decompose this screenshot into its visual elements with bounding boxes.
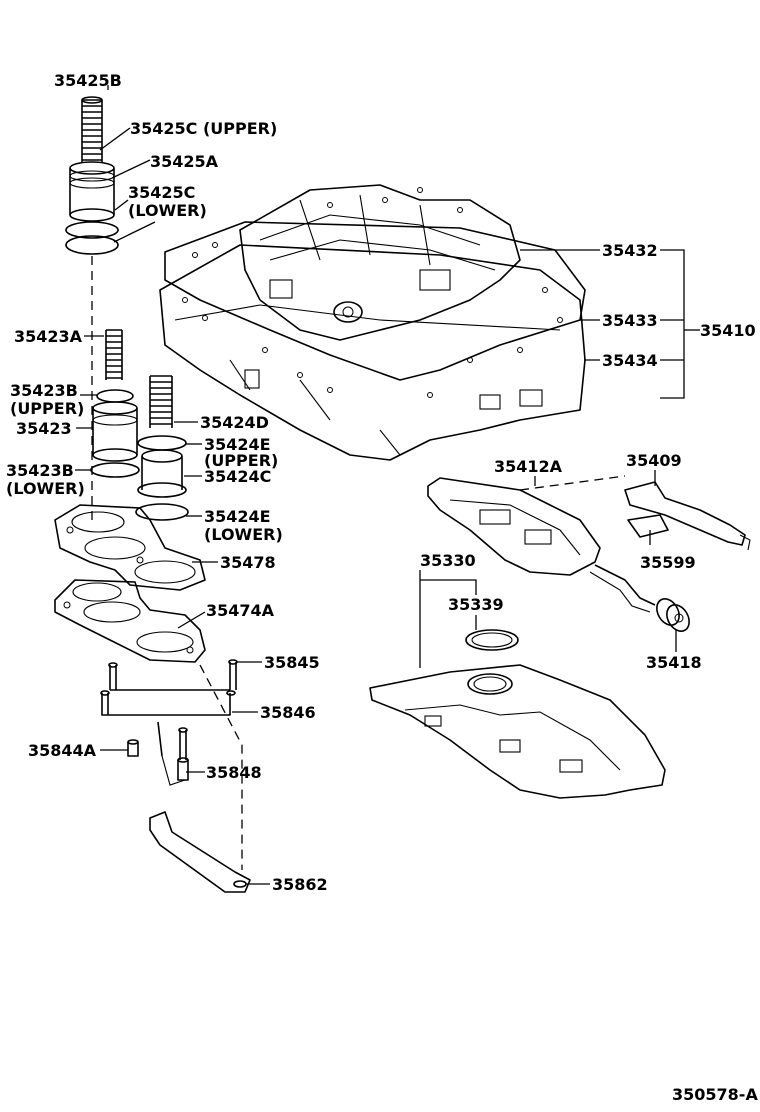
label-35412A: 35412A xyxy=(494,457,563,476)
label-35599: 35599 xyxy=(640,553,696,572)
pin-35844A xyxy=(127,721,188,760)
label-35339: 35339 xyxy=(448,595,504,614)
plate-35599 xyxy=(627,514,669,538)
label-35424D: 35424D xyxy=(200,413,269,432)
piston-35425A xyxy=(65,161,119,255)
pin-35846 xyxy=(100,690,236,716)
hole-pattern xyxy=(182,187,563,398)
piston-35424C xyxy=(135,435,189,521)
label-35845: 35845 xyxy=(264,653,320,672)
bracket-35862 xyxy=(149,811,251,893)
label-35424C: 35424C xyxy=(204,467,271,486)
label-35425B: 35425B xyxy=(54,71,122,90)
label-35425A: 35425A xyxy=(150,152,219,171)
centerline-35862 xyxy=(199,664,243,870)
label-35425C-lower-2: (LOWER) xyxy=(128,201,207,220)
bolt-35848 xyxy=(161,755,189,786)
leader-35412A xyxy=(519,475,626,491)
label-35423B-upper-1: 35423B xyxy=(10,381,78,400)
gasket-plate-35433 xyxy=(164,221,586,381)
spring-35423A xyxy=(105,329,123,380)
label-35478: 35478 xyxy=(220,553,276,572)
piston-35423 xyxy=(90,389,140,478)
label-35425C-upper: 35425C (UPPER) xyxy=(130,119,277,138)
gasket-35339 xyxy=(465,629,519,651)
label-35862: 35862 xyxy=(272,875,328,894)
label-35434: 35434 xyxy=(602,351,658,370)
connector-35418 xyxy=(656,598,690,632)
leader-lines xyxy=(75,85,700,885)
label-35410: 35410 xyxy=(700,321,756,340)
label-35423B-lower-2: (LOWER) xyxy=(6,479,85,498)
label-35424E-upper-1: 35424E xyxy=(204,435,271,454)
solenoid-35412A xyxy=(427,477,656,613)
label-35423B-upper-2: (UPPER) xyxy=(10,399,84,418)
label-35848: 35848 xyxy=(206,763,262,782)
spring-35425B xyxy=(81,96,103,162)
valve-body-upper-35432 xyxy=(239,184,521,341)
label-35424E-lower-2: (LOWER) xyxy=(204,525,283,544)
labels: 35425B 35425C (UPPER) 35425A 35425C (LOW… xyxy=(6,71,758,1104)
label-35424E-lower-1: 35424E xyxy=(204,507,271,526)
label-35424E-upper-2: (UPPER) xyxy=(204,451,278,470)
label-35474A: 35474A xyxy=(206,601,275,620)
gasket-35478 xyxy=(54,504,206,591)
label-35409: 35409 xyxy=(626,451,682,470)
label-35418: 35418 xyxy=(646,653,702,672)
pin-35845 xyxy=(108,659,238,691)
label-35844A: 35844A xyxy=(28,741,97,760)
label-35433: 35433 xyxy=(602,311,658,330)
label-35425C-lower-1: 35425C xyxy=(128,183,195,202)
label-35846: 35846 xyxy=(260,703,316,722)
label-35423: 35423 xyxy=(16,419,72,438)
label-35423B-lower-1: 35423B xyxy=(6,461,74,480)
label-35330: 35330 xyxy=(420,551,476,570)
oil-pan-35330 xyxy=(369,664,666,799)
diagram-code: 350578-A xyxy=(672,1085,758,1104)
label-35432: 35432 xyxy=(602,241,658,260)
spring-35424D xyxy=(149,375,173,428)
plate-35474A xyxy=(54,579,206,663)
clip-35409 xyxy=(624,481,751,551)
label-35423A: 35423A xyxy=(14,327,83,346)
